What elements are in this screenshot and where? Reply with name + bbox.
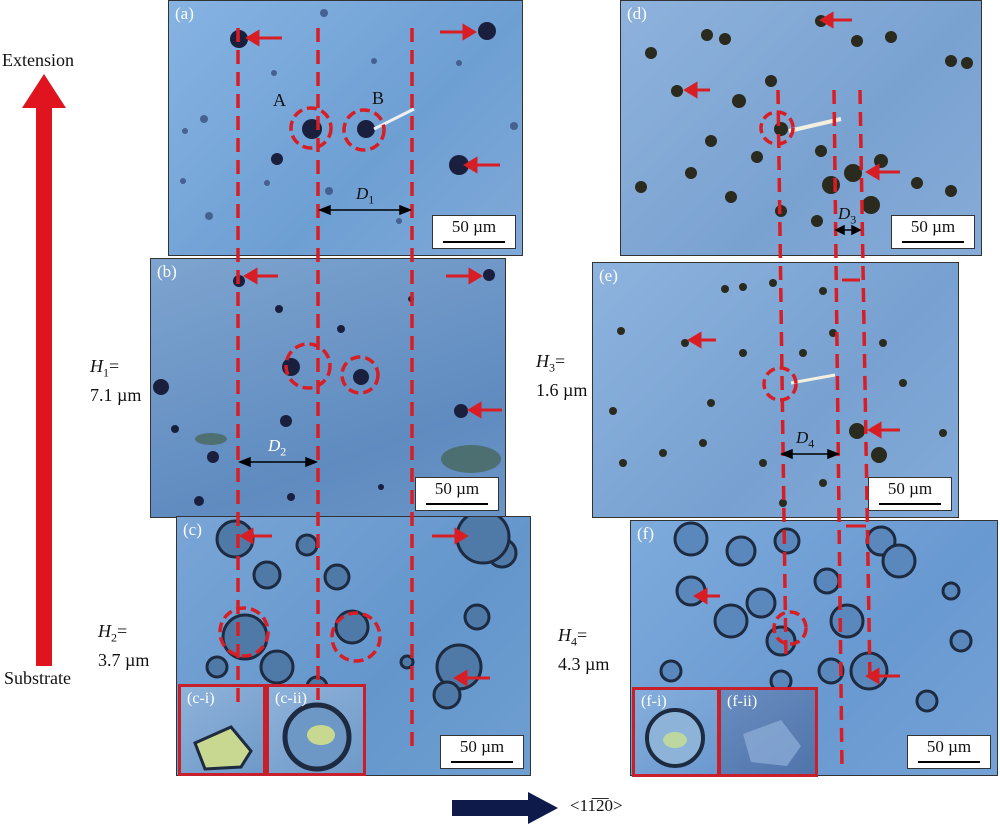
distance-d2: D2 [268, 436, 287, 459]
height-h2: H2= 3.7 µm [98, 621, 150, 670]
scale-bar-b: 50 µm [415, 477, 499, 511]
crystal-direction-arrow [452, 792, 558, 824]
circle-b2 [340, 355, 380, 395]
scale-bar-d: 50 µm [891, 215, 975, 249]
guide-line-5 [832, 89, 844, 771]
inset-label-f-ii: (f-ii) [727, 693, 758, 710]
panel-label-b: (b) [157, 262, 177, 281]
scale-bar-e: 50 µm [868, 477, 952, 511]
guide-line-6 [858, 89, 872, 681]
height-h1: H1= 7.1 µm [90, 356, 142, 405]
circle-B [342, 108, 386, 152]
micrograph-d: (d) 50 µm [620, 0, 982, 256]
panel-label-c: (c) [183, 520, 202, 539]
height-h3: H3= 1.6 µm [536, 351, 588, 400]
circle-e1 [762, 366, 798, 402]
scale-bar-a: 50 µm [432, 215, 516, 249]
distance-d4: D4 [796, 428, 815, 451]
guide-line-4 [776, 89, 788, 661]
inset-c-ii: (c-ii) [266, 684, 366, 776]
inset-c-i: (c-i) [178, 684, 266, 776]
panel-label-a: (a) [175, 4, 194, 23]
distance-d1: D1 [356, 184, 375, 207]
micrograph-e: (e) 50 µm [592, 262, 959, 518]
scale-bar-f: 50 µm [907, 735, 991, 769]
inset-f-i: (f-i) [632, 687, 720, 777]
inset-label-c-i: (c-i) [187, 690, 215, 707]
circle-b1 [284, 342, 332, 390]
extension-label: Extension [2, 50, 74, 70]
circle-c1 [218, 606, 270, 658]
inset-label-f-i: (f-i) [641, 693, 667, 710]
inset-label-c-ii: (c-ii) [275, 690, 307, 707]
growth-direction-arrow [22, 74, 66, 666]
panel-label-e: (e) [599, 266, 618, 285]
micrograph-b: (b) 50 µm [150, 258, 506, 518]
height-h4: H4= 4.3 µm [558, 625, 610, 674]
marker-a: A [273, 90, 286, 110]
circle-c2 [330, 611, 382, 663]
inset-f-ii: (f-ii) [718, 687, 818, 777]
circle-d1 [759, 110, 795, 146]
scale-bar-c: 50 µm [440, 735, 524, 769]
circle-f1 [772, 610, 808, 646]
marker-b: B [372, 88, 385, 108]
distance-d3: D3 [838, 204, 857, 227]
circle-A [289, 106, 333, 150]
panel-label-f: (f) [637, 524, 654, 543]
substrate-label: Substrate [4, 668, 71, 688]
panel-label-d: (d) [627, 4, 647, 23]
crystal-direction-label: <11̅2̅0> [570, 796, 623, 815]
